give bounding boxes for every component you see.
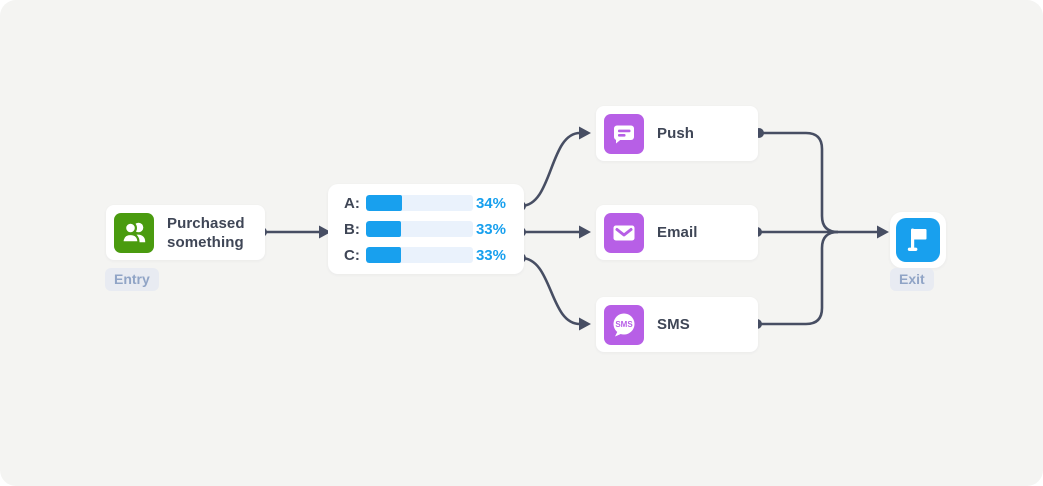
- arrowhead-split: [319, 225, 331, 239]
- node-abc-split[interactable]: A: 34% B: 33% C: 33%: [328, 184, 524, 274]
- split-row-b: B: 33%: [344, 216, 524, 242]
- push-notification-icon: [604, 113, 644, 154]
- entry-badge: Entry: [105, 268, 159, 291]
- connector-split-c-to-sms: [520, 256, 581, 326]
- sms-icon-text: SMS: [615, 319, 633, 328]
- arrowhead-email: [579, 225, 591, 239]
- connector-split-a-to-push: [520, 131, 581, 208]
- node-entry-label: Purchased something: [167, 214, 245, 251]
- email-icon: [604, 212, 644, 253]
- flag-icon: [896, 218, 940, 262]
- node-email-label: Email: [657, 224, 698, 241]
- split-bar-a-fill: [366, 195, 403, 211]
- split-row-c: C: 33%: [344, 242, 524, 268]
- node-push[interactable]: Push: [596, 106, 758, 161]
- node-sms-label: SMS: [657, 316, 690, 333]
- contacts-icon: [114, 212, 154, 253]
- connector-sms-to-merge: [757, 230, 839, 326]
- node-exit[interactable]: [890, 212, 946, 268]
- node-email[interactable]: Email: [596, 205, 758, 260]
- connector-push-to-merge: [759, 131, 839, 234]
- split-bar-c-fill: [366, 247, 402, 263]
- split-row-a-label: A:: [344, 194, 360, 212]
- node-push-label: Push: [657, 125, 695, 142]
- split-row-b-label: B:: [344, 220, 360, 238]
- split-bar-b-track: [366, 221, 473, 237]
- node-entry[interactable]: Purchased something: [106, 205, 265, 260]
- arrowhead-push: [579, 126, 591, 140]
- split-row-c-percent: 33%: [475, 246, 506, 264]
- split-row-a-percent: 34%: [475, 194, 506, 212]
- node-sms[interactable]: SMS SMS: [596, 297, 758, 352]
- split-row-b-percent: 33%: [475, 220, 506, 238]
- sms-icon: SMS: [604, 304, 644, 345]
- split-bar-b-fill: [366, 221, 402, 237]
- split-bar-a-track: [366, 195, 473, 211]
- arrowhead-sms: [579, 317, 591, 331]
- arrowhead-exit: [877, 225, 889, 239]
- exit-badge: Exit: [890, 268, 934, 291]
- split-row-c-label: C:: [344, 246, 360, 264]
- split-bar-c-track: [366, 247, 473, 263]
- split-row-a: A: 34%: [344, 190, 524, 216]
